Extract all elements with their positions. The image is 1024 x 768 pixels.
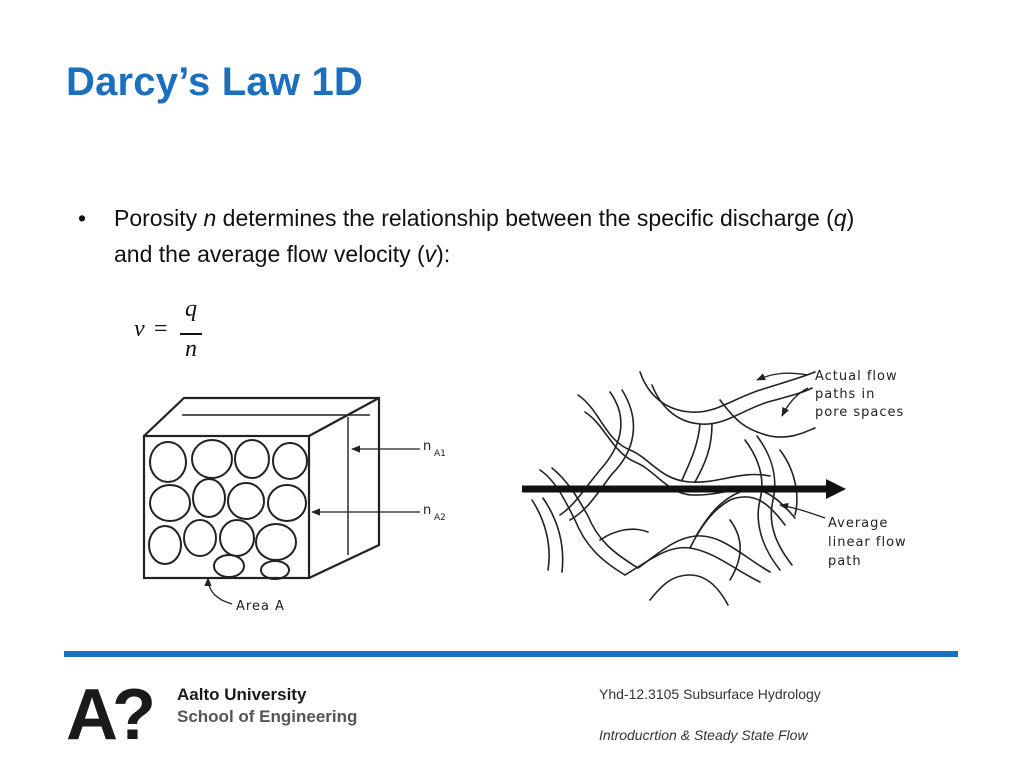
- velocity-symbol: v: [424, 241, 437, 267]
- bullet-text-part1: Porosity: [114, 205, 204, 231]
- label-actual-flow-1: Actual flow: [815, 369, 898, 384]
- porous-media-figure: n A1 n A2 Area A Actual flow paths in: [142, 369, 907, 614]
- label-average-flow-1: Average: [828, 516, 888, 531]
- label-average-flow-3: path: [828, 554, 862, 569]
- label-average-flow-2: linear flow: [828, 535, 907, 550]
- school-name: School of Engineering: [177, 707, 358, 726]
- formula-equals: =: [154, 316, 168, 342]
- label-nA1: n: [423, 439, 432, 454]
- fraction-bar: [180, 333, 202, 335]
- label-nA1-sub: A1: [434, 449, 446, 459]
- porosity-symbol: n: [203, 205, 217, 231]
- label-area: Area A: [236, 599, 285, 614]
- label-nA2: n: [423, 503, 432, 518]
- grain-ellipses: [148, 439, 308, 580]
- bullet-text: Porosity n determines the relationship b…: [114, 200, 884, 272]
- average-flow-arrowhead: [826, 479, 846, 499]
- bullet-text-part2: determines the relationship between the …: [216, 205, 834, 231]
- course-topic: Introducrtion & Steady State Flow: [599, 727, 808, 743]
- label-actual-flow-3: pore spaces: [815, 405, 904, 420]
- course-code: Yhd-12.3105 Subsurface Hydrology: [599, 686, 821, 702]
- university-name: Aalto University: [177, 685, 307, 704]
- label-nA2-sub: A2: [434, 513, 446, 523]
- bullet-text-part3: ) and the average flow velocity (: [114, 205, 855, 267]
- formula-numerator: q: [185, 296, 197, 322]
- discharge-symbol: q: [833, 205, 847, 231]
- pointer-arrows: [756, 372, 826, 519]
- bullet-marker: •: [78, 205, 87, 231]
- block-front-face: [142, 434, 311, 580]
- velocity-formula: v = q n: [132, 296, 222, 372]
- aalto-logo: A?: [66, 675, 156, 755]
- bullet-text-part4: ):: [436, 241, 451, 267]
- footer-divider: [64, 651, 958, 657]
- soil-block-diagram: [142, 396, 420, 605]
- slide-title: Darcy’s Law 1D: [66, 60, 364, 104]
- formula-denominator: n: [185, 336, 197, 362]
- formula-lhs: v: [134, 316, 145, 342]
- label-actual-flow-2: paths in: [815, 387, 875, 402]
